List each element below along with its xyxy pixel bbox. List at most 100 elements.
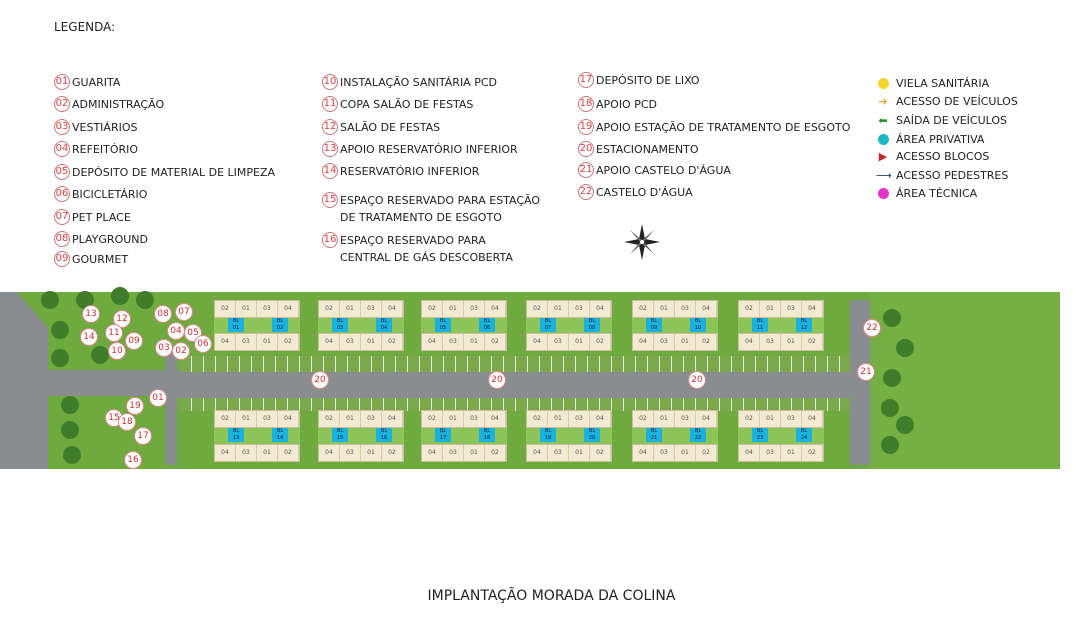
legend-title: LEGENDA: [54, 20, 116, 34]
unit-label: 01 [236, 411, 257, 427]
unit-label: 01 [569, 334, 590, 350]
block-prefix: BL [483, 428, 491, 434]
block-number: 03 [336, 325, 344, 331]
unit-label: 04 [485, 411, 506, 427]
map-marker[interactable]: 12 [113, 310, 131, 328]
unit-label: 04 [696, 301, 717, 317]
map-marker[interactable]: 10 [108, 342, 126, 360]
map-marker[interactable]: 09 [125, 332, 143, 350]
unit-label: 01 [257, 445, 278, 461]
legend-item-label-line2: DE TRATAMENTO DE ESGOTO [340, 211, 502, 224]
map-marker[interactable]: 16 [124, 451, 142, 469]
unit-label: 02 [590, 334, 611, 350]
legend-item-label: APOIO PCD [596, 98, 657, 111]
block-prefix: BL [439, 428, 447, 434]
legend-symbol-label: ÁREA PRIVATIVA [896, 133, 985, 146]
map-marker[interactable]: 17 [134, 427, 152, 445]
unit-label: 02 [527, 411, 548, 427]
map-marker[interactable]: 20 [688, 371, 706, 389]
legend-number-badge: 16 [322, 232, 338, 248]
map-marker[interactable]: 20 [311, 371, 329, 389]
unit-label: 02 [696, 445, 717, 461]
legend-number-badge: 15 [322, 192, 338, 208]
map-marker[interactable]: 03 [155, 339, 173, 357]
plan-title: IMPLANTAÇÃO MORADA DA COLINA [427, 588, 676, 604]
legend-item-label: PLAYGROUND [72, 233, 148, 246]
block-number: 20 [588, 435, 596, 441]
unit-label: 02 [319, 301, 340, 317]
parking-top [180, 356, 850, 372]
block-prefix: BL [232, 428, 240, 434]
map-marker[interactable]: 07 [175, 303, 193, 321]
legend-number-badge: 08 [54, 231, 70, 247]
unit-label: 03 [569, 301, 590, 317]
map-marker[interactable]: 19 [126, 397, 144, 415]
block-prefix: BL [756, 428, 764, 434]
map-marker[interactable]: 04 [167, 322, 185, 340]
unit-label: 03 [340, 334, 361, 350]
block-number: 19 [544, 435, 552, 441]
unit-label: 01 [340, 301, 361, 317]
legend-item-label: VESTIÁRIOS [72, 121, 138, 134]
legend-item-label: APOIO ESTAÇÃO DE TRATAMENTO DE ESGOTO [596, 121, 851, 134]
side-road [165, 350, 177, 465]
legend-number-badge: 19 [578, 119, 594, 135]
block-prefix: BL [544, 428, 552, 434]
map-marker[interactable]: 01 [149, 389, 167, 407]
unit-label: 01 [340, 411, 361, 427]
unit-label: 01 [675, 334, 696, 350]
map-marker[interactable]: 02 [172, 342, 190, 360]
legend-item-label: ESTACIONAMENTO [596, 143, 699, 156]
unit-label: 01 [654, 301, 675, 317]
unit-label: 04 [802, 301, 823, 317]
tree-icon [61, 421, 79, 439]
unit-label: 03 [443, 334, 464, 350]
map-marker[interactable]: 13 [82, 305, 100, 323]
map-marker[interactable]: 08 [154, 305, 172, 323]
map-marker[interactable]: 22 [863, 319, 881, 337]
legend-item-label: INSTALAÇÃO SANITÁRIA PCD [340, 76, 497, 89]
block-prefix: BL [694, 318, 702, 324]
legend-number-badge: 11 [322, 96, 338, 112]
unit-label: 04 [278, 411, 299, 427]
block-number: 14 [276, 435, 284, 441]
block-number: 07 [544, 325, 552, 331]
map-marker[interactable]: 18 [118, 413, 136, 431]
unit-label: 03 [257, 411, 278, 427]
map-marker[interactable]: 14 [80, 328, 98, 346]
block-prefix: BL [800, 428, 808, 434]
map-marker[interactable]: 21 [857, 363, 875, 381]
legend-number-badge: 09 [54, 251, 70, 267]
unit-label: 02 [739, 301, 760, 317]
unit-label: 04 [422, 445, 443, 461]
unit-label: 02 [278, 334, 299, 350]
unit-label: 04 [633, 445, 654, 461]
unit-label: 02 [382, 445, 403, 461]
legend-symbol-item: ÁREA TÉCNICA [876, 185, 977, 202]
block-number: 08 [588, 325, 596, 331]
block-prefix: BL [650, 318, 658, 324]
map-marker[interactable]: 20 [488, 371, 506, 389]
map-marker[interactable]: 11 [105, 324, 123, 342]
unit-label: 02 [422, 411, 443, 427]
unit-label: 01 [781, 445, 802, 461]
unit-label: 03 [340, 445, 361, 461]
unit-label: 01 [361, 445, 382, 461]
map-marker[interactable]: 06 [194, 335, 212, 353]
